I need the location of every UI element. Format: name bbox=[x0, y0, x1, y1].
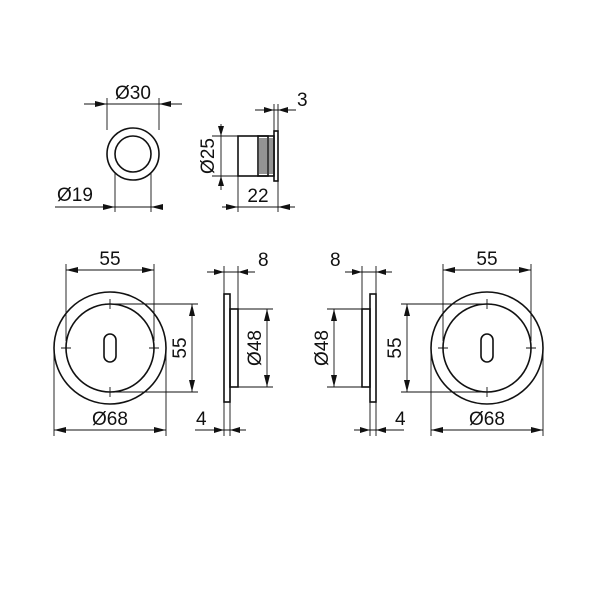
dim-top-dia-25: Ø25 bbox=[198, 138, 219, 174]
dim-left-side-dia-48: Ø48 bbox=[245, 330, 266, 366]
dim-left-dia-68: Ø68 bbox=[92, 409, 128, 430]
left-rosette-outer bbox=[53, 291, 167, 405]
dim-right-side-8: 8 bbox=[330, 250, 341, 271]
top-round-view: Ø30 Ø19 bbox=[55, 83, 182, 212]
left-side-boss bbox=[229, 308, 239, 388]
left-side-plate bbox=[223, 293, 231, 403]
dim-top-flange-3: 3 bbox=[297, 90, 308, 111]
dim-left-width-55: 55 bbox=[99, 249, 120, 270]
right-keyhole bbox=[480, 333, 494, 363]
right-rosette-front: 55 55 Ø68 bbox=[385, 249, 544, 436]
left-rosette-side: 8 Ø48 4 bbox=[195, 250, 273, 436]
top-outer-circle bbox=[106, 127, 160, 181]
left-rosette-bolt-circle bbox=[65, 303, 155, 393]
left-cross-right bbox=[149, 343, 159, 353]
top-side-view: Ø25 3 22 bbox=[198, 90, 308, 212]
left-cross-left bbox=[61, 343, 71, 353]
right-rosette-bolt-circle bbox=[442, 303, 532, 393]
right-side-boss bbox=[361, 308, 371, 388]
dim-left-side-4: 4 bbox=[196, 409, 207, 430]
right-cross-right bbox=[526, 343, 536, 353]
right-side-plate bbox=[369, 293, 377, 403]
top-side-body bbox=[237, 135, 269, 177]
right-rosette-side: 8 Ø48 4 bbox=[312, 250, 406, 436]
dim-top-length-22: 22 bbox=[247, 186, 268, 207]
dim-right-height-55: 55 bbox=[385, 337, 406, 358]
dim-right-side-4: 4 bbox=[395, 409, 406, 430]
dim-top-dia-30: Ø30 bbox=[115, 83, 151, 104]
left-keyhole bbox=[103, 333, 117, 363]
dim-right-dia-68: Ø68 bbox=[469, 409, 505, 430]
right-cross-left bbox=[438, 343, 448, 353]
dim-right-side-dia-48: Ø48 bbox=[312, 330, 333, 366]
dim-top-dia-19: Ø19 bbox=[57, 185, 93, 206]
left-rosette-front: 55 55 Ø68 bbox=[53, 249, 198, 436]
top-inner-circle bbox=[114, 135, 152, 173]
right-rosette-outer bbox=[430, 291, 544, 405]
dim-left-height-55: 55 bbox=[170, 337, 191, 358]
top-side-flange bbox=[273, 130, 279, 182]
dim-left-side-8: 8 bbox=[258, 250, 269, 271]
knurl-pattern bbox=[259, 138, 273, 174]
dim-right-width-55: 55 bbox=[476, 249, 497, 270]
